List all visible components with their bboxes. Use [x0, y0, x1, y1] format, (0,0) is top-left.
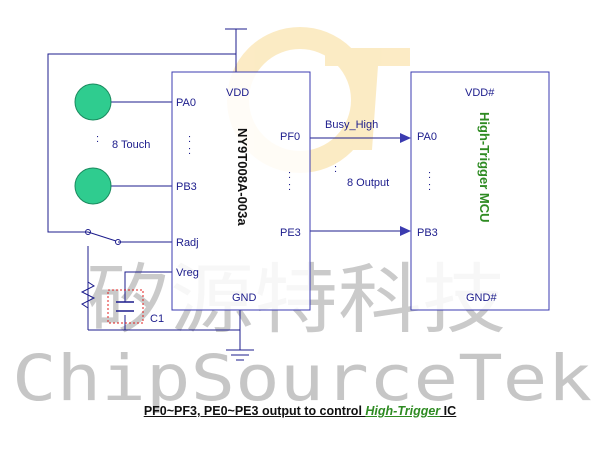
- mcu-pin-pb3: PB3: [417, 227, 438, 239]
- vreg-wire: [124, 271, 172, 300]
- chip-pin-vreg: Vreg: [176, 267, 199, 279]
- arrows: [400, 133, 411, 236]
- caption-prefix: PF0~PF3, PE0~PE3 output to control: [143, 404, 366, 418]
- ground-icon: [226, 349, 254, 361]
- svg-text::: :: [288, 181, 291, 193]
- mcu-pin-gnd: GND#: [466, 292, 497, 304]
- caption-highlight: High-Trigger: [365, 404, 441, 418]
- capacitor-label: C1: [150, 313, 164, 325]
- chip-pin-pf0: PF0: [280, 131, 300, 143]
- chip-box: [171, 71, 311, 311]
- touch-ellipsis: :: [96, 133, 99, 145]
- capacitor-highlight-box: [107, 289, 144, 324]
- output-dots: :: [334, 163, 337, 175]
- busy-signal-label: Busy_High: [325, 119, 378, 131]
- chip-pin-pa0: PA0: [176, 97, 196, 109]
- chip-right-dots: :: [288, 169, 291, 181]
- chip-pin-gnd: GND: [232, 292, 257, 304]
- chip-pin-pe3: PE3: [280, 227, 301, 239]
- mcu-dots: :: [428, 169, 431, 181]
- svg-text::: :: [188, 145, 191, 157]
- pe3-arrow-icon: [400, 226, 411, 236]
- left-supply-loop: [47, 53, 236, 233]
- mcu-box: [410, 71, 550, 311]
- chip-pin-vdd: VDD: [226, 87, 249, 99]
- mcu-pin-vdd: VDD#: [465, 87, 495, 99]
- capacitor-c1: [107, 289, 144, 324]
- touch-pad-pb3: [74, 167, 112, 205]
- pf0-arrow-icon: [400, 133, 411, 143]
- figure-caption: PF0~PF3, PE0~PE3 output to control High-…: [0, 404, 600, 418]
- svg-text::: :: [428, 181, 431, 193]
- touch-count-label: 8 Touch: [112, 139, 150, 151]
- chip-pin-radj: Radj: [176, 237, 199, 249]
- chip-left-dots: :: [188, 133, 191, 145]
- mcu-name: High-Trigger MCU: [477, 112, 492, 223]
- resistor-icon: [80, 281, 96, 309]
- wires: [47, 28, 400, 350]
- chip-name: NY9T008A-003a: [235, 128, 250, 226]
- caption-suffix: IC: [440, 404, 457, 418]
- output-count-label: 8 Output: [347, 177, 389, 189]
- chip-pin-pb3: PB3: [176, 181, 197, 193]
- touch-pad-pa0: [74, 83, 112, 121]
- adjust-switch-icon: [85, 229, 121, 245]
- mcu-pin-pa0: PA0: [417, 131, 437, 143]
- watermark-english: ChipSourceTek: [12, 342, 592, 415]
